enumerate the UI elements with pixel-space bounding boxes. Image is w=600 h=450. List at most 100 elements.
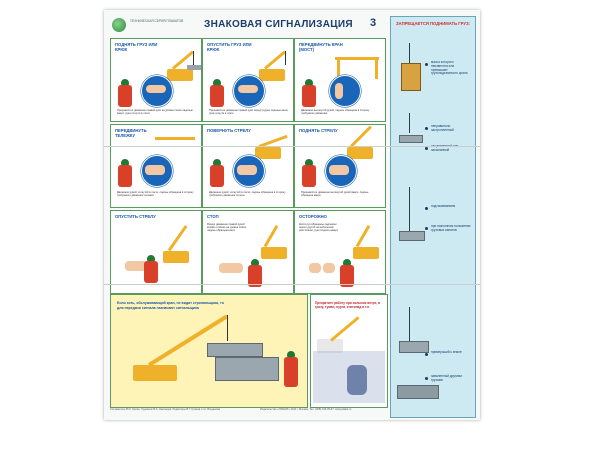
crane-boom [355, 224, 371, 248]
operator-icon [347, 365, 367, 395]
slab-icon [399, 231, 425, 241]
hook-rope [227, 315, 228, 341]
cell-desc: Резкое движение правой рукой вправо и вл… [207, 223, 247, 233]
prohibition-item: подтаскиванием при наклонном положении г… [395, 187, 471, 255]
signal-cell-move-crane: ПЕРЕДВИНУТЬ КРАН (МОСТ) Движение вытянут… [294, 38, 386, 122]
signal-cell-lower-boom: ОПУСТИТЬ СТРЕЛУ [110, 210, 202, 294]
prohibition-label: масса которого неизвестна или превышает … [431, 60, 468, 76]
prohibition-item: масса которого неизвестна или превышает … [395, 39, 471, 107]
worker-hat-icon [213, 159, 221, 165]
prohibitions-title: ЗАПРЕЩАЕТСЯ ПОДНИМАТЬ ГРУЗ: [395, 21, 471, 26]
crane-boom [330, 316, 360, 342]
worker-icon [248, 265, 262, 287]
slab-stack-icon [397, 385, 439, 399]
rope-icon [409, 43, 410, 63]
crane-icon [259, 69, 285, 81]
gantry-crane-icon [335, 57, 379, 60]
crane-icon [353, 247, 379, 259]
slab-icon [399, 135, 423, 143]
cell-title: ОПУСТИТЬ СТРЕЛУ [115, 214, 156, 219]
rope-icon [409, 307, 410, 341]
worker-icon [210, 85, 224, 107]
crane-boom [167, 225, 188, 252]
fold-line [104, 146, 480, 147]
cell-desc: Движение вытянутой рукой, ладонь обращен… [301, 109, 370, 116]
cell-desc: Движение рукой, согнутой в локте, ладонь… [117, 191, 194, 198]
hand-icon [237, 165, 257, 175]
crane-icon [163, 251, 189, 263]
cell-title: ПЕРЕДВИНУТЬ ТЕЛЕЖКУ [115, 128, 147, 138]
concrete-slab-icon [207, 343, 263, 357]
crane-boom [349, 125, 372, 148]
cell-title: ПОВЕРНУТЬ СТРЕЛУ [207, 128, 251, 133]
cell-title: СТОП [207, 214, 219, 219]
poster-header: ТЕХНИЧЕСКАЯ СЕРИЯ ПЛАКАТОВ ЗНАКОВАЯ СИГН… [112, 16, 384, 38]
poster-footer: Составитель В.И. Орлов. Художник В.А. Не… [110, 408, 386, 418]
cell-title: ОСТОРОЖНО [299, 214, 327, 219]
weather-warning-text: Прекратите работу при сильном ветре, в г… [315, 301, 381, 309]
worker-hat-icon [305, 79, 313, 85]
poster-title: ЗНАКОВАЯ СИГНАЛИЗАЦИЯ [204, 19, 353, 30]
worker-hat-icon [343, 259, 351, 265]
bullet-icon [425, 377, 428, 380]
worker-icon [340, 265, 354, 287]
load-icon [187, 65, 201, 70]
hook-rope [285, 51, 286, 65]
worker-icon [210, 165, 224, 187]
hook-rope [193, 51, 194, 65]
prohibition-item: неправильно застропленный защемленный ил… [395, 113, 471, 181]
worker-icon [118, 85, 132, 107]
crane-icon [347, 147, 373, 159]
crane-icon [255, 147, 281, 159]
hand-icon [335, 83, 343, 99]
crane-boom [264, 50, 286, 70]
worker-icon [302, 85, 316, 107]
worker-icon [144, 261, 158, 283]
worker-hat-icon [251, 259, 259, 265]
worker-hat-icon [121, 159, 129, 165]
signalman-text: Если хоть, обслуживающий кран, не видит … [117, 301, 224, 310]
signal-cell-caution: ОСТОРОЖНО Кисти рук обращены ладонями од… [294, 210, 386, 294]
trolley-beam-icon [155, 137, 195, 140]
worker-hat-icon [147, 255, 155, 261]
sign-circle-icon [329, 75, 361, 107]
footer-publisher: Издательство «ПЛАКАТ» 2011 г. Москва. Те… [260, 408, 352, 411]
prohibition-label: примерзший к земле [431, 350, 462, 354]
prohibitions-column: ЗАПРЕЩАЕТСЯ ПОДНИМАТЬ ГРУЗ: масса которо… [390, 16, 476, 418]
cell-title: ПЕРЕДВИНУТЬ КРАН (МОСТ) [299, 42, 343, 52]
worker-icon [284, 357, 298, 387]
cell-desc: Движение рукой, согнутой в локте, ладонь… [209, 191, 286, 198]
truck-crane-icon [133, 365, 177, 381]
footer-credits: Составитель В.И. Орлов. Художник В.А. Не… [110, 408, 220, 411]
fold-line [104, 284, 480, 285]
prohibition-label: подтаскиванием [431, 204, 456, 208]
weather-warning-panel: Прекратите работу при сильном ветре, в г… [310, 294, 388, 408]
bullet-icon [425, 147, 428, 150]
hand-icon [146, 85, 166, 93]
gantry-leg [375, 57, 378, 79]
signal-cell-raise-boom: ПОДНЯТЬ СТРЕЛУ Прерывистое движение вытя… [294, 124, 386, 208]
crane-icon [167, 69, 193, 81]
prohibition-label: при наклонном положении грузовых канатов [431, 224, 471, 232]
worker-icon [302, 165, 316, 187]
logo-text: ТЕХНИЧЕСКАЯ СЕРИЯ ПЛАКАТОВ [130, 19, 184, 23]
hand-icon [329, 165, 349, 175]
page-number: 3 [370, 17, 377, 29]
rope-icon [409, 187, 410, 231]
worker-hat-icon [305, 159, 313, 165]
crane-boom [263, 224, 279, 248]
bullet-icon [425, 207, 428, 210]
bullet-icon [425, 353, 428, 356]
hand-icon [238, 85, 258, 93]
rope-icon [409, 113, 410, 133]
hand-icon [145, 165, 165, 175]
logo-icon [112, 18, 126, 32]
poster: ТЕХНИЧЕСКАЯ СЕРИЯ ПЛАКАТОВ ЗНАКОВАЯ СИГН… [104, 10, 480, 420]
concrete-slab-stack [215, 357, 279, 381]
cell-title: ОПУСТИТЬ ГРУЗ ИЛИ КРЮК [207, 42, 252, 52]
cell-desc: Кисти рук обращены ладонями одна к друго… [299, 223, 339, 233]
signal-cell-lower-load: ОПУСТИТЬ ГРУЗ ИЛИ КРЮК Прерывистое движе… [202, 38, 294, 122]
slab-icon [399, 341, 429, 353]
cell-desc: Прерывистое движение правой руки перед г… [209, 109, 289, 116]
bullet-icon [425, 63, 428, 66]
